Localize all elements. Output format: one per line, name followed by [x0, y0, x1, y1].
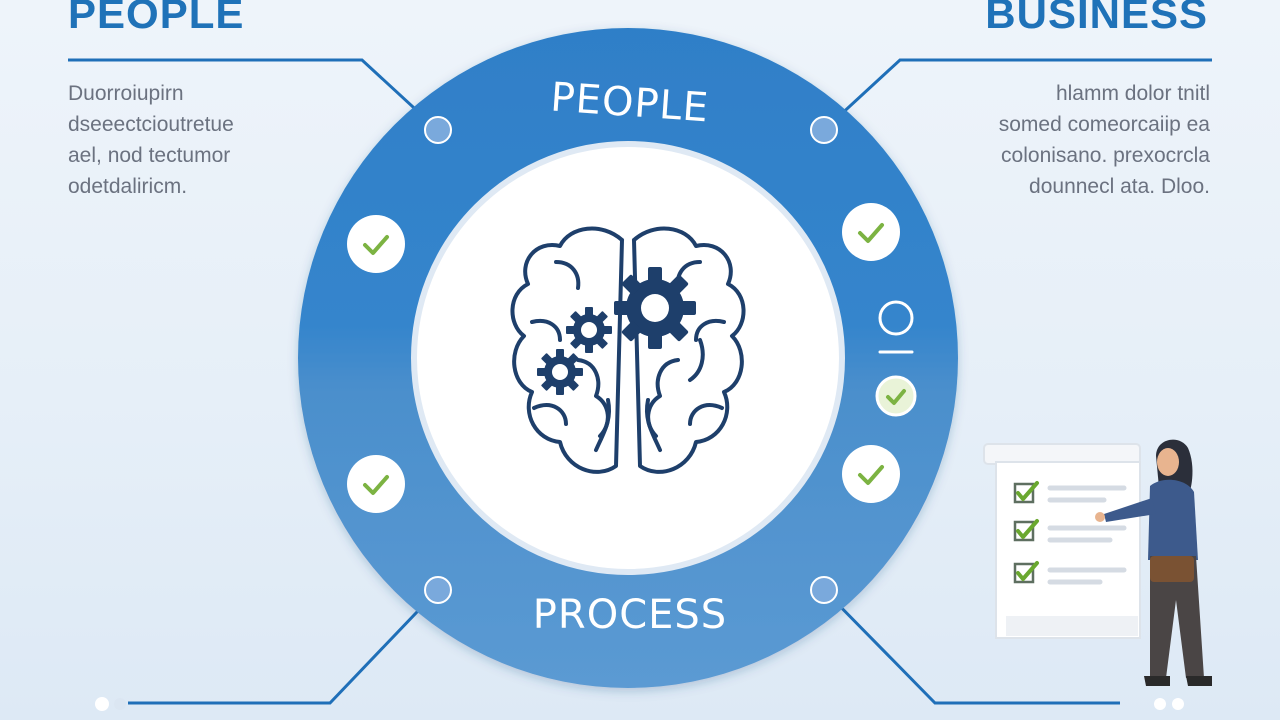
ring-node-dots: [424, 116, 838, 604]
check-circle-icon: [842, 445, 900, 503]
people-description-line: Duorroiupirn: [68, 82, 184, 105]
gear-icon: [614, 267, 696, 349]
people-description-line: ael, nod tectumor: [68, 144, 231, 167]
connector-top-left: [68, 58, 440, 132]
business-description: hlamm dolor tnitl somed comeorcaiip ea c…: [940, 78, 1210, 202]
bottom-left-dots: [95, 697, 126, 711]
inner-white-circle: [411, 141, 845, 575]
ring-label-people: PEOPLE: [549, 75, 710, 132]
connector-top-right: [822, 58, 1212, 132]
check-circle-icon: [347, 215, 405, 273]
connector-bottom-right: [822, 588, 1120, 705]
business-description-line: dounnecl ata. Dloo.: [1029, 175, 1210, 198]
person-presenting-icon: [1095, 439, 1212, 686]
brain-gears-icon: [510, 226, 746, 474]
connector-lines: [68, 58, 1212, 705]
people-description-line: dseeectcioutretue: [68, 113, 234, 136]
people-description-line: odetdaliricm.: [68, 175, 188, 198]
bottom-right-dots: [1154, 698, 1184, 710]
checklist-board-icon: [983, 443, 1141, 639]
business-description-line: somed comeorcaiip ea: [998, 113, 1210, 136]
people-description: Duorroiupirn dseeectcioutretue ael, nod …: [68, 78, 288, 202]
check-circle-small-icon: [875, 375, 917, 417]
ring-label-process: PROCESS: [533, 592, 727, 638]
business-description-line: hlamm dolor tnitl: [1055, 82, 1210, 105]
connector-bottom-left: [128, 588, 440, 705]
gear-icon: [537, 349, 583, 395]
people-heading: PEOPLE: [68, 0, 245, 37]
business-heading: BUSINESS: [985, 0, 1208, 37]
check-circle-icon: [842, 203, 900, 261]
check-circle-icon: [347, 455, 405, 513]
business-description-line: colonisano. prexocrcla: [1001, 144, 1210, 167]
gear-icon: [566, 307, 612, 353]
radio-circle-icon: [878, 300, 914, 354]
